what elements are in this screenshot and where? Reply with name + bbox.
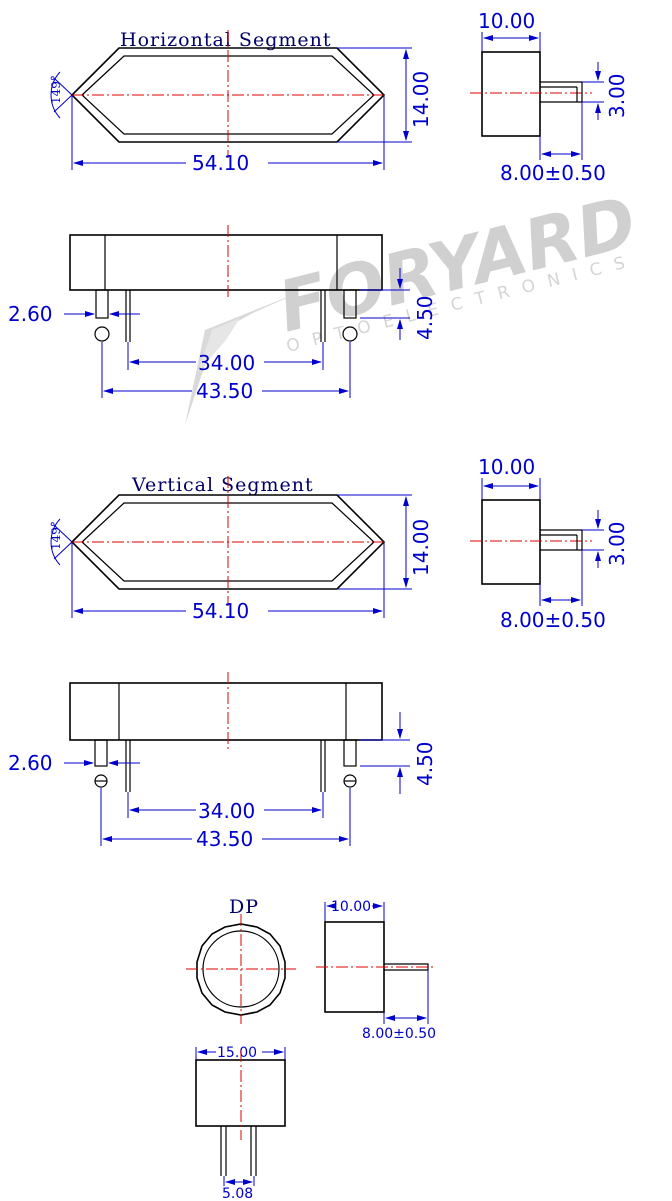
horizontal-angle-label: 149° — [49, 75, 63, 104]
dp-side-pin-label: 8.00±0.50 — [362, 1026, 436, 1042]
vertical-segment-title: Vertical Segment — [131, 474, 314, 496]
horizontal-segment-top-view: Horizontal Segment 149° 54.10 14.00 — [49, 29, 433, 175]
vertical-pin-len-label: 4.50 — [413, 741, 437, 786]
horizontal-side-gap-label: 3.00 — [605, 73, 629, 118]
dp-side-width-label: 10.00 — [331, 899, 371, 915]
vertical-height-label: 14.00 — [409, 519, 433, 576]
horizontal-side-width-label: 10.00 — [478, 9, 535, 33]
dp-front-view: 15.00 5.08 — [195, 1045, 286, 1201]
vertical-segment-top-view: Vertical Segment 149° 54.10 14.00 — [49, 474, 433, 623]
vertical-segment-front-view: 2.60 4.50 34.00 43.50 — [8, 672, 437, 851]
vertical-side-width-label: 10.00 — [478, 455, 535, 479]
horizontal-pin-inner-label: 34.00 — [198, 351, 255, 375]
horizontal-segment-front-view: 2.60 4.50 34.00 43.50 — [8, 225, 437, 403]
vertical-side-gap-label: 3.00 — [605, 521, 629, 566]
vertical-angle-label: 149° — [49, 521, 63, 550]
horizontal-segment-title: Horizontal Segment — [120, 29, 332, 51]
horizontal-segment-side-view: 10.00 3.00 8.00±0.50 — [470, 9, 629, 185]
dp-front-width-label: 15.00 — [217, 1045, 257, 1061]
horizontal-side-pin-label: 8.00±0.50 — [500, 161, 606, 185]
dp-title: DP — [229, 896, 259, 918]
vertical-pin-dia-label: 2.60 — [8, 751, 53, 775]
dp-top-view: DP — [186, 896, 296, 1024]
dp-pin-pitch-label: 5.08 — [222, 1186, 253, 1201]
horizontal-height-label: 14.00 — [409, 71, 433, 128]
vertical-length-label: 54.10 — [192, 599, 249, 623]
horizontal-pin-outer-label: 43.50 — [196, 379, 253, 403]
horizontal-pin-len-label: 4.50 — [413, 295, 437, 340]
vertical-pin-inner-label: 34.00 — [198, 799, 255, 823]
dp-side-view: 10.00 8.00±0.50 — [316, 899, 436, 1042]
horizontal-length-label: 54.10 — [192, 151, 249, 175]
vertical-segment-side-view: 10.00 3.00 8.00±0.50 — [470, 455, 629, 632]
vertical-side-pin-label: 8.00±0.50 — [500, 608, 606, 632]
vertical-pin-outer-label: 43.50 — [196, 827, 253, 851]
horizontal-pin-dia-label: 2.60 — [8, 302, 53, 326]
watermark-logo-icon — [185, 292, 300, 425]
